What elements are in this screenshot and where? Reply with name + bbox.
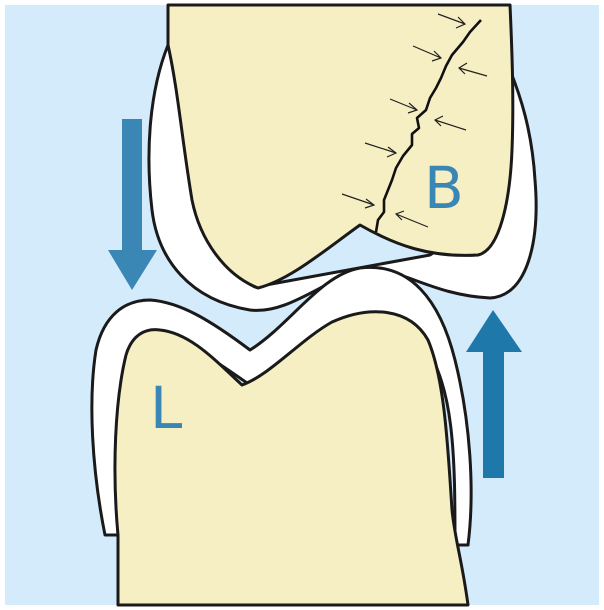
lower-bone-l bbox=[115, 312, 468, 605]
upper-bone-label: B bbox=[424, 154, 464, 222]
lower-bone-label: L bbox=[150, 374, 182, 442]
